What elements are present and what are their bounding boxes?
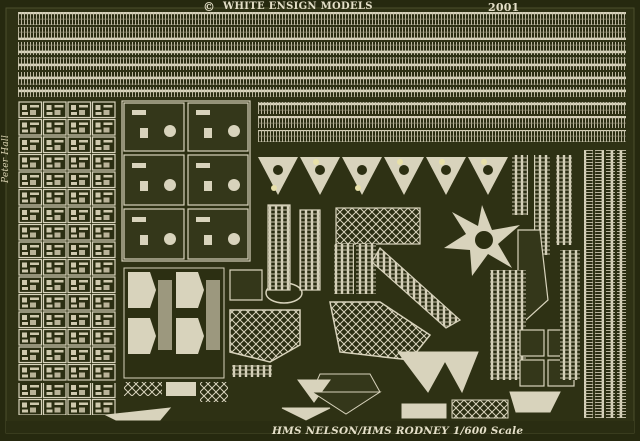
director-star <box>444 205 520 276</box>
crane-parts <box>229 269 303 377</box>
signature-text: Peter Hall <box>1 134 11 183</box>
lattice-mast <box>267 204 462 329</box>
railing-strips-right <box>258 102 626 142</box>
year-label: 2001 <box>488 1 520 14</box>
scale-label: HMS NELSON/HMS RODNEY 1/600 Scale <box>272 425 524 437</box>
railing-strips-top <box>18 12 626 97</box>
anchor-parts-row <box>258 157 508 195</box>
boat-parts-block <box>121 100 251 262</box>
vertical-railings <box>584 150 626 418</box>
small-parts-grid <box>18 101 116 415</box>
maker-label: WHITE ENSIGN MODELS <box>223 1 373 12</box>
copyright-symbol: © <box>203 0 216 14</box>
platform-parts <box>104 301 509 421</box>
right-parts-column <box>490 155 580 413</box>
gun-parts-cluster <box>123 267 228 402</box>
